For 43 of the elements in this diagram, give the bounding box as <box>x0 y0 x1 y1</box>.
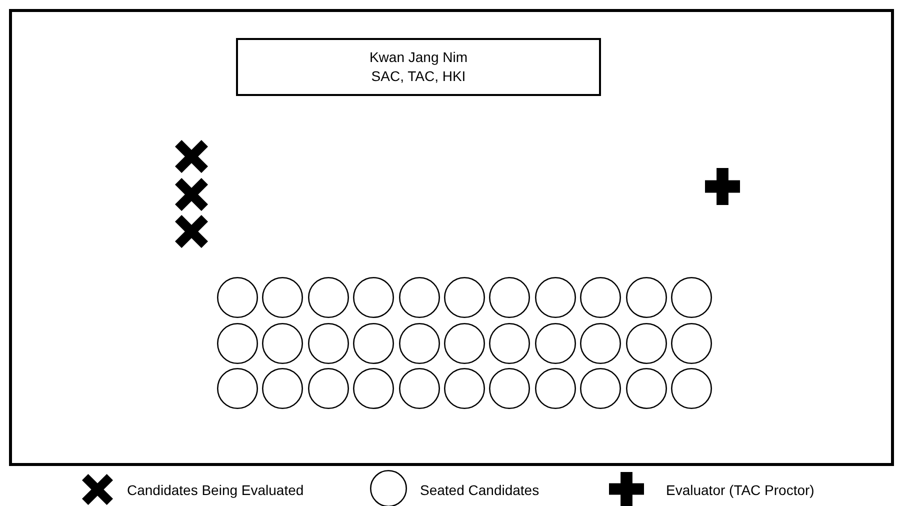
seat-circle <box>626 277 667 318</box>
legend-text: Seated Candidates <box>420 482 540 498</box>
evaluated-candidate-mark <box>175 215 208 248</box>
legend-text: Candidates Being Evaluated <box>127 482 304 498</box>
seat-circle <box>398 322 440 364</box>
seat-circle <box>580 277 622 318</box>
seat-circle <box>398 368 440 409</box>
seat-circle <box>580 368 622 409</box>
seat-circle <box>444 277 485 318</box>
title-box <box>236 38 601 96</box>
seat-circle <box>444 368 485 409</box>
box-text: Kwan Jang Nim <box>369 48 468 67</box>
seat-circle <box>626 368 667 409</box>
seat-circle <box>671 277 712 318</box>
seat-circle <box>580 322 622 364</box>
seat-circle <box>308 368 349 409</box>
evaluator-mark <box>705 168 740 205</box>
evaluated-candidate-mark <box>175 140 208 173</box>
seat-circle <box>217 368 258 409</box>
seat-circle <box>262 368 304 409</box>
seat-circle <box>308 322 349 364</box>
seat-circle <box>217 277 258 318</box>
seat-circle <box>308 277 349 318</box>
seat-circle <box>626 322 667 364</box>
seat-circle <box>262 277 304 318</box>
seat-circle <box>671 368 712 409</box>
seat-circle <box>489 368 530 409</box>
seat-circle <box>353 277 394 318</box>
seat-circle <box>353 322 394 364</box>
evaluated-candidate-mark <box>175 178 208 210</box>
box-text: SAC, TAC, HKI <box>371 67 466 86</box>
seat-circle <box>398 277 440 318</box>
seat-circle <box>444 322 485 364</box>
seat-circle <box>534 277 576 318</box>
seat-circle <box>489 322 530 364</box>
seat-circle <box>262 322 304 364</box>
seat-circle <box>671 322 712 364</box>
seat-circle <box>534 368 576 409</box>
seat-circle <box>489 277 530 318</box>
legend-text: Evaluator (TAC Proctor) <box>666 482 814 498</box>
seat-circle <box>217 322 258 364</box>
seat-circle <box>534 322 576 364</box>
seat-circle <box>353 368 394 409</box>
